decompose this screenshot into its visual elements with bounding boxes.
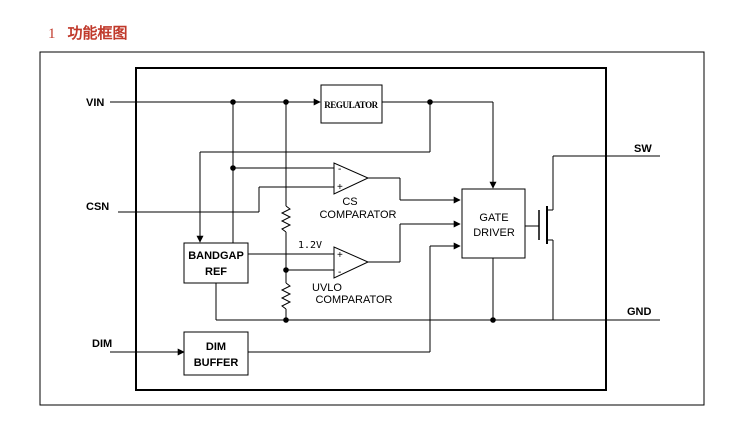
csn-wiring (118, 186, 334, 213)
output-mosfet (525, 155, 660, 320)
cs-comparator-label: COMPARATOR (319, 209, 396, 221)
gate-label: GATE (479, 212, 508, 224)
sw-pin-label: SW (634, 143, 652, 155)
cs-label: CS (342, 196, 357, 208)
uvlo-minus-sign: - (338, 267, 341, 278)
outer-frame (39, 51, 705, 406)
dim-pin-label: DIM (92, 338, 112, 350)
uvlo-plus-sign: + (337, 250, 343, 261)
gnd-wiring (215, 258, 660, 321)
uvlo-comparator-label: COMPARATOR (315, 294, 392, 306)
vin-pin-label: VIN (86, 97, 104, 109)
uvlo-comparator (333, 246, 370, 279)
cs-comparator (333, 162, 370, 195)
comparator-wiring (248, 177, 461, 271)
chip-boundary (135, 67, 607, 391)
uvlo-label: UVLO (312, 282, 342, 294)
section-number: 1 (48, 26, 56, 42)
bandgap-ref-label: REF (205, 266, 227, 278)
resistor-divider (280, 205, 292, 320)
csn-pin-label: CSN (86, 201, 109, 213)
regulator-label: REGULATOR (324, 100, 378, 110)
gnd-pin-label: GND (627, 306, 652, 318)
cs-plus-sign: + (337, 182, 343, 193)
section-title: 功能框图 (67, 24, 128, 42)
gate-driver-block (461, 188, 526, 259)
bandgap-label: BANDGAP (188, 250, 244, 262)
dim-buffer-label-2: BUFFER (194, 357, 239, 369)
vin-wiring (110, 98, 497, 243)
bandgap-block (183, 242, 249, 284)
dim-wiring (110, 242, 461, 356)
junction-dots (230, 99, 496, 323)
regulator-block (320, 84, 383, 124)
section-heading: 1 功能框图 (48, 22, 128, 43)
reference-voltage-label: 1.2V (298, 240, 322, 251)
driver-label: DRIVER (473, 227, 515, 239)
dim-buffer-label-1: DIM (206, 341, 226, 353)
cs-minus-sign: - (338, 164, 341, 175)
dim-buffer-block (183, 331, 249, 376)
